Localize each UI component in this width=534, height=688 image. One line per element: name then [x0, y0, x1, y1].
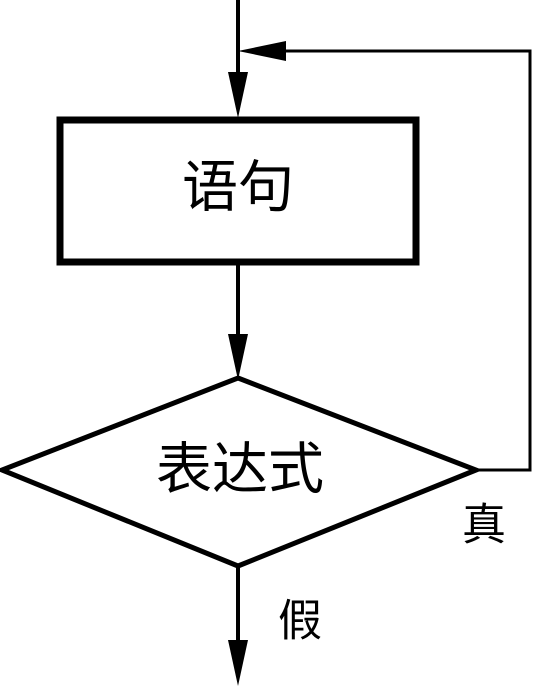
- condition-label: 表达式: [156, 438, 324, 503]
- true-label: 真: [462, 500, 506, 551]
- statement-label: 语句: [182, 156, 294, 221]
- loop-back-arrowhead: [238, 41, 286, 61]
- exit-arrowhead: [228, 640, 248, 686]
- entry-arrowhead: [228, 72, 248, 118]
- false-label: 假: [278, 596, 322, 647]
- loop-back-line: [280, 49, 532, 472]
- statement-to-condition-arrowhead: [228, 334, 248, 380]
- statement-box: [56, 116, 420, 266]
